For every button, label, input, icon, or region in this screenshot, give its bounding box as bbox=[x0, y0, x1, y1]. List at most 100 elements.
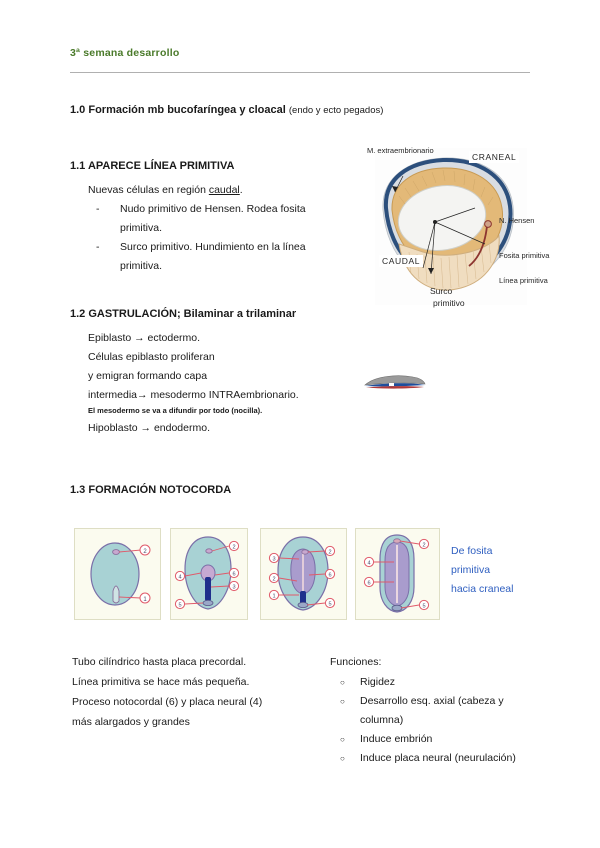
callout-number: 2 bbox=[232, 545, 235, 551]
notochord-desc-line-2: Línea primitiva se hace más pequeña. bbox=[72, 676, 250, 688]
list-item-text: Nudo primitivo de Hensen. Rodea fosita bbox=[120, 203, 306, 215]
document-header-title: 3ª semana desarrollo bbox=[70, 47, 180, 59]
callout-number: 3 bbox=[232, 585, 235, 591]
callout-bubble bbox=[139, 544, 151, 556]
callout-number: 6 bbox=[367, 581, 370, 587]
heading-1-1: 1.1 APARECE LÍNEA PRIMITIVA bbox=[70, 160, 235, 172]
callout-bubble bbox=[228, 540, 240, 552]
mesoderm-illustration bbox=[364, 375, 426, 389]
header-divider bbox=[70, 72, 530, 73]
endoderm-layer bbox=[366, 386, 424, 389]
callout-bubble bbox=[268, 552, 280, 564]
heading-1-3: 1.3 FORMACIÓN NOTOCORDA bbox=[70, 484, 232, 496]
callout-bubble bbox=[324, 597, 336, 609]
list-item: ○ Induce embrión bbox=[330, 730, 590, 749]
callout-bubble bbox=[228, 580, 240, 592]
list-item-text: primitiva. bbox=[120, 260, 163, 272]
callout-bubble bbox=[268, 589, 280, 601]
circle-bullet-icon: ○ bbox=[340, 754, 345, 763]
callout-bubble bbox=[324, 545, 336, 557]
primitive-streak-line bbox=[468, 225, 488, 267]
notochord-panel-3: 3 2 6 2 1 5 bbox=[260, 528, 347, 620]
callout-bubble bbox=[268, 572, 280, 584]
prechordal-plate bbox=[393, 538, 401, 544]
label-caudal: CAUDAL bbox=[379, 255, 424, 267]
blue-note-line-3: hacia craneal bbox=[451, 583, 514, 595]
leader-lines bbox=[394, 175, 486, 275]
heading-1-0-title: Formación mb bucofaríngea y cloacal bbox=[88, 104, 286, 116]
list-item-text: Desarrollo esq. axial (cabeza y bbox=[360, 695, 504, 707]
prechordal-plate bbox=[301, 549, 309, 555]
section-1-2-line-4: intermedia→ mesodermo INTRAembrionario. bbox=[88, 389, 299, 401]
callout-bubble bbox=[418, 599, 430, 611]
primitive-pit bbox=[112, 585, 120, 604]
label-linea-primitiva: Línea primitiva bbox=[499, 276, 548, 285]
embryo-disc-stage-2: 2 4 6 3 5 bbox=[174, 536, 240, 610]
embryonic-disc bbox=[90, 542, 140, 606]
circle-bullet-icon: ○ bbox=[340, 697, 345, 706]
prechordal-plate bbox=[112, 549, 120, 555]
callout-number: 2 bbox=[143, 549, 147, 555]
callout-number: 6 bbox=[328, 573, 331, 579]
section-1-2-line-2: Células epiblasto proliferan bbox=[88, 351, 215, 363]
primitive-node bbox=[391, 604, 403, 612]
callout-number: 1 bbox=[143, 597, 147, 603]
circle-bullet-icon: ○ bbox=[340, 735, 345, 744]
list-item: ○ Induce placa neural (neurulación) bbox=[330, 749, 590, 768]
callout-number: 2 bbox=[422, 543, 425, 549]
list-item-text: Rigidez bbox=[360, 676, 396, 688]
label-hensen-node: N. Hensen bbox=[499, 216, 535, 225]
callout-number: 5 bbox=[178, 603, 181, 609]
section-1-2-last-line: Hipoblasto → endodermo. bbox=[88, 422, 210, 434]
callout-bubble bbox=[363, 576, 375, 588]
blue-note-line-1: De fosita bbox=[451, 545, 493, 557]
list-item-text: Induce embrión bbox=[360, 733, 433, 745]
notochord-desc-line-3: Proceso notocordal (6) y placa neural (4… bbox=[72, 696, 263, 708]
heading-1-2: 1.2 GASTRULACIÓN; Bilaminar a trilaminar bbox=[70, 308, 297, 320]
callout-leaders bbox=[374, 540, 420, 609]
callout-bubble bbox=[139, 592, 151, 604]
callout-bubble bbox=[174, 598, 186, 610]
leader-hub bbox=[433, 220, 437, 224]
embryo-gastrulation-figure: M. extraembrionario CRANEAL N. Hensen Fo… bbox=[367, 146, 549, 308]
callout-number: 2 bbox=[272, 577, 275, 583]
callout-number: 4 bbox=[367, 561, 370, 567]
prechordal-plate bbox=[205, 548, 213, 554]
callout-leaders bbox=[184, 545, 230, 605]
list-item-text: Surco primitivo. Hundimiento en la línea bbox=[120, 241, 306, 253]
list-item: - Nudo primitivo de Hensen. Rodea fosita bbox=[88, 200, 368, 219]
notochord-panel-4: 2 4 6 5 bbox=[355, 528, 440, 620]
callout-number: 3 bbox=[272, 557, 275, 563]
callout-number: 4 bbox=[178, 575, 181, 581]
cranial-hatching bbox=[398, 169, 494, 206]
dash-marker: - bbox=[96, 203, 100, 215]
callout-bubble bbox=[418, 538, 430, 550]
callout-number: 5 bbox=[422, 604, 425, 610]
notochord-desc-line-1: Tubo cilíndrico hasta placa precordal. bbox=[72, 656, 247, 668]
lead-text-post: . bbox=[239, 184, 243, 196]
label-craneal: CRANEAL bbox=[469, 151, 520, 163]
callout-bubble bbox=[363, 556, 375, 568]
caudal-disc bbox=[398, 234, 500, 291]
blue-note-line-2: primitiva bbox=[451, 564, 491, 576]
embryo-disc-stage-3: 3 2 6 2 1 5 bbox=[268, 536, 336, 611]
notochord-panel-1: 2 1 bbox=[74, 528, 161, 620]
heading-1-0-number: 1.0 bbox=[70, 104, 86, 116]
callout-number: 1 bbox=[272, 594, 275, 600]
primitive-node bbox=[297, 602, 309, 609]
notochordal-process bbox=[300, 591, 306, 604]
primitive-node bbox=[202, 600, 214, 607]
notochord-panel-2: 2 4 6 3 5 bbox=[170, 528, 248, 620]
funciones-title: Funciones: bbox=[330, 656, 382, 668]
list-item-text: primitiva. bbox=[120, 222, 163, 234]
callout-number: 6 bbox=[232, 572, 235, 578]
callout-leaders bbox=[278, 550, 326, 606]
section-1-2-line-3: y emigran formando capa bbox=[88, 370, 208, 382]
label-surco-primitivo-line1: Surco bbox=[430, 286, 453, 296]
dash-marker: - bbox=[96, 241, 100, 253]
notochordal-process bbox=[205, 577, 211, 601]
list-item-cont: primitiva. bbox=[88, 219, 368, 238]
heading-1-0-paren: (endo y ecto pegados) bbox=[288, 105, 384, 116]
notochord-desc-line-4: más alargados y grandes bbox=[72, 716, 190, 728]
